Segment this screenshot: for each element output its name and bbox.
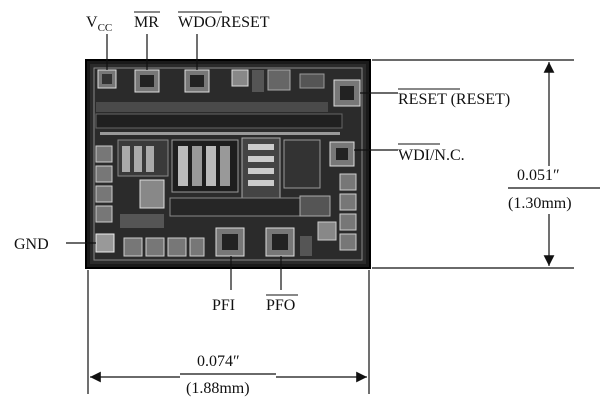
mr-pad bbox=[134, 69, 160, 93]
mr-label: MR bbox=[134, 14, 159, 31]
reset-pad bbox=[333, 79, 361, 107]
pfo-pad bbox=[265, 227, 295, 257]
wdo-pad bbox=[184, 69, 210, 93]
height-mm-label: (1.30mm) bbox=[508, 195, 572, 212]
vcc-label: VCC bbox=[86, 14, 112, 34]
leader-lines bbox=[66, 34, 398, 290]
wdi-label: WDI/N.C. bbox=[398, 147, 465, 164]
pfo-label: PFO bbox=[266, 297, 295, 314]
width-inch-label: 0.074″ bbox=[197, 353, 240, 370]
vcc-pad bbox=[97, 69, 117, 89]
die-chip bbox=[85, 59, 371, 269]
width-mm-label: (1.88mm) bbox=[186, 380, 250, 397]
left-pads bbox=[95, 145, 113, 223]
pfi-label: PFI bbox=[212, 297, 235, 314]
gnd-pad bbox=[95, 233, 115, 253]
height-dimension bbox=[372, 59, 600, 269]
gnd-label: GND bbox=[14, 236, 49, 253]
width-dimension bbox=[87, 270, 370, 394]
bottom-pads bbox=[123, 237, 205, 257]
wdi-pad bbox=[329, 141, 355, 167]
height-inch-label: 0.051″ bbox=[517, 167, 560, 184]
wdo-reset-label: WDO/RESET bbox=[178, 14, 270, 31]
reset-label: RESET (RESET) bbox=[398, 91, 510, 108]
pfi-pad bbox=[215, 227, 245, 257]
